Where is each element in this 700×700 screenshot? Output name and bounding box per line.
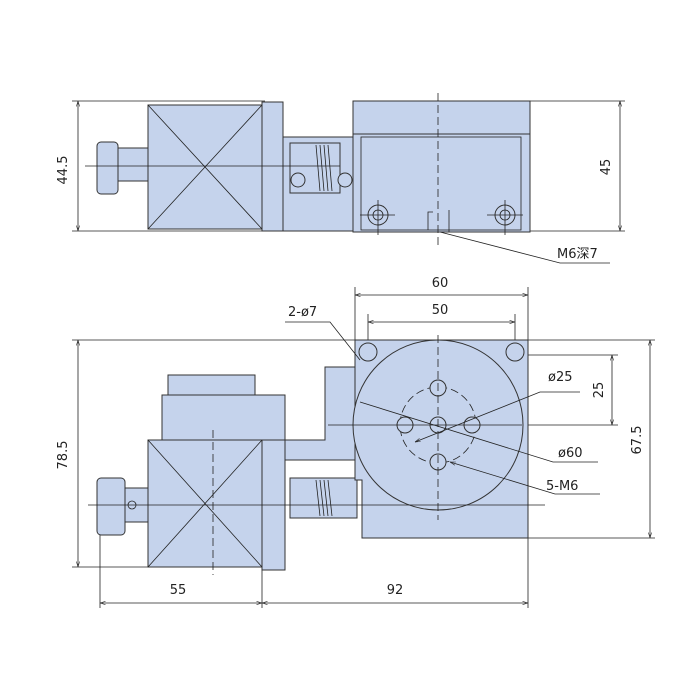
dim-45: 45 (599, 159, 614, 176)
label-o60: ø60 (558, 446, 583, 461)
mount-hole (505, 342, 525, 362)
connector-plug (167, 374, 256, 396)
knob (96, 477, 126, 536)
label-5-m6: 5-M6 (546, 479, 578, 494)
dim-44.5: 44.5 (56, 156, 71, 185)
knob (96, 141, 119, 195)
dim-60: 60 (432, 276, 449, 291)
connector-arm (284, 366, 356, 461)
label-o25: ø25 (548, 370, 573, 385)
stage-top (352, 100, 531, 135)
knob-neck (117, 147, 149, 182)
top-view: 44.5 45 M6深7 (56, 93, 625, 264)
dim-25: 25 (592, 382, 607, 399)
dim-55: 55 (170, 583, 187, 598)
mount-hole (358, 342, 378, 362)
dim-92: 92 (387, 583, 404, 598)
dim-67.5: 67.5 (630, 426, 645, 455)
label-2-o7: 2-ø7 (288, 305, 317, 320)
thread-label: M6深7 (557, 247, 598, 262)
upper-motor-box (161, 394, 286, 441)
dim-50: 50 (432, 303, 449, 318)
dim-78.5: 78.5 (56, 441, 71, 470)
motor-flange (261, 101, 284, 232)
bottom-view: 60 50 2-ø7 ø25 25 ø60 5-M6 78.5 67.5 55 … (56, 276, 655, 608)
